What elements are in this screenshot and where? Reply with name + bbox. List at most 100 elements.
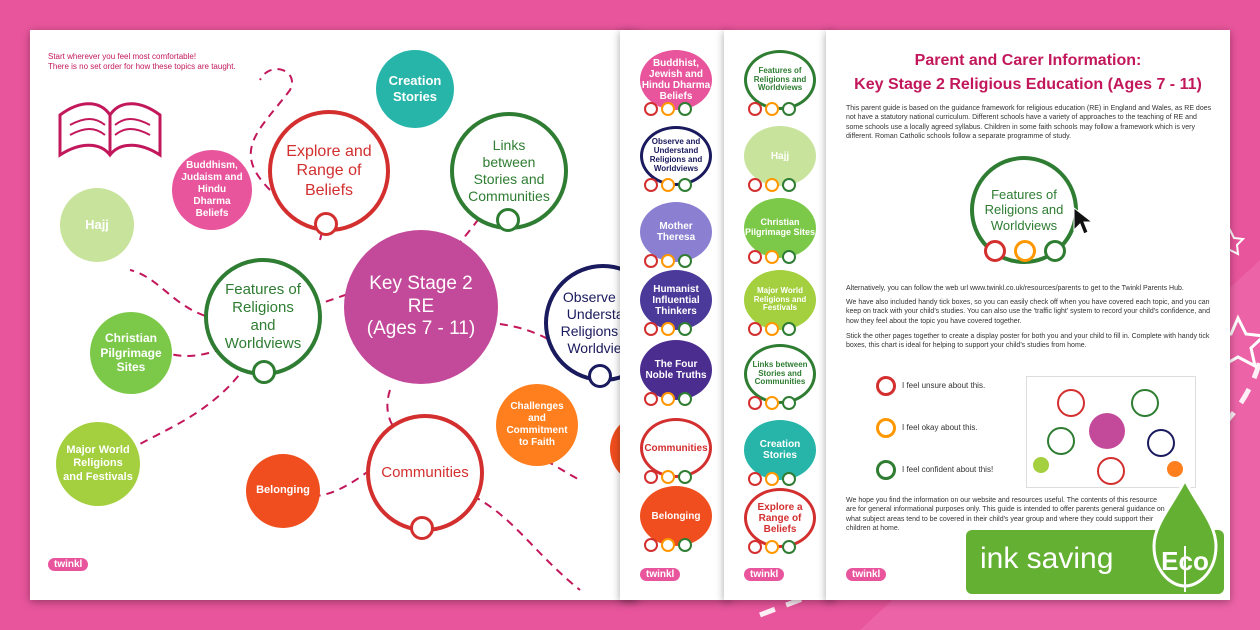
green-tick-box[interactable] [782, 472, 796, 486]
checklist-page-2: Buddhist, Jewish and Hindu Dharma Belief… [620, 30, 730, 600]
p4-tickbox-paragraph: We have also included handy tick boxes, … [846, 299, 1210, 325]
red-tick-box[interactable] [644, 470, 658, 484]
amber-tick-box[interactable] [661, 178, 675, 192]
green-tick-box[interactable] [678, 178, 692, 192]
example-amber-tick[interactable] [1014, 240, 1036, 262]
belonging-circle: Belonging [246, 454, 320, 528]
buddhism-label: Buddhism, Judaism and Hindu Dharma Belie… [181, 160, 243, 219]
eco-drop-icon [1152, 476, 1218, 592]
red-tick-box[interactable] [644, 392, 658, 406]
p3-item-label: Hajj [770, 150, 790, 162]
p3-item-6: Explore a Range of Beliefs [744, 488, 816, 548]
p4-closing-paragraph: We hope you find the information on our … [846, 497, 1165, 533]
amber-tick-box[interactable] [661, 470, 675, 484]
cursor-arrow-icon [1073, 206, 1094, 235]
communities-label: Communities [381, 464, 469, 481]
links-stories-circle: Links between Stories and Communities [450, 112, 568, 230]
amber-tick-box[interactable] [765, 102, 779, 116]
intro-line-2: There is no set order for how these topi… [48, 62, 236, 72]
green-tick-box[interactable] [782, 540, 796, 554]
amber-tick-box[interactable] [765, 540, 779, 554]
green-tick-box[interactable] [678, 102, 692, 116]
center-line-1: Key Stage 2 [369, 272, 473, 294]
green-tick-box[interactable] [678, 470, 692, 484]
intro-line-1: Start wherever you feel most comfortable… [48, 52, 197, 61]
red-tick-box[interactable] [748, 540, 762, 554]
red-tick-box[interactable] [748, 396, 762, 410]
legend-okay: I feel okay about this. [902, 423, 978, 432]
links-tick-box[interactable] [496, 208, 520, 232]
green-tick-box[interactable] [782, 250, 796, 264]
intro-text: Start wherever you feel most comfortable… [48, 52, 236, 73]
p3-item-label: Major World Religions and Festivals [753, 285, 807, 313]
amber-tick-box[interactable] [661, 322, 675, 336]
amber-tick-box[interactable] [765, 322, 779, 336]
p4-poster-paragraph: Stick the other pages together to create… [846, 333, 1210, 350]
green-tick-box[interactable] [782, 178, 796, 192]
observe-tick-box[interactable] [588, 364, 612, 388]
red-tick-box[interactable] [748, 178, 762, 192]
example-red-tick[interactable] [984, 240, 1006, 262]
green-tick-box[interactable] [782, 396, 796, 410]
challenges-circle: Challenges and Commitment to Faith [496, 384, 578, 466]
amber-tick-box[interactable] [765, 250, 779, 264]
challenges-label: Challenges and Commitment to Faith [506, 401, 568, 448]
amber-tick-box[interactable] [661, 102, 675, 116]
green-tick-box[interactable] [782, 102, 796, 116]
p3-item-label: Links between Stories and Communities [752, 359, 808, 387]
red-tick-box[interactable] [644, 538, 658, 552]
center-line-3: (Ages 7 - 11) [366, 318, 476, 340]
amber-tick-box[interactable] [661, 254, 675, 268]
ink-saving-label: ink saving [980, 542, 1114, 575]
red-tick-box[interactable] [748, 250, 762, 264]
p3-item-0: Features of Religions and Worldviews [744, 50, 816, 110]
red-tick-box[interactable] [748, 102, 762, 116]
p3-item-3: Major World Religions and Festivals [744, 270, 816, 330]
p2-item-label: Belonging [651, 510, 701, 522]
p2-item-label: The Four Noble Truths [645, 359, 707, 381]
amber-tick-box[interactable] [661, 392, 675, 406]
communities-circle: Communities [366, 414, 484, 532]
green-tick-box[interactable] [678, 392, 692, 406]
p3-item-label: Creation Stories [759, 439, 801, 461]
p2-item-1: Observe and Understand Religions and Wor… [640, 126, 712, 186]
legend-unsure: I feel unsure about this. [902, 381, 986, 390]
green-tick-box[interactable] [678, 538, 692, 552]
p2-item-label: Observe and Understand Religions and Wor… [649, 137, 703, 173]
hajj-circle: Hajj [60, 188, 134, 262]
explore-tick-box[interactable] [314, 212, 338, 236]
example-green-tick[interactable] [1044, 240, 1066, 262]
major-label: Major World Religions and Festivals [63, 444, 133, 483]
links-label: Links between Stories and Communities [468, 137, 550, 204]
red-tick-box[interactable] [644, 254, 658, 268]
red-tick-box[interactable] [644, 102, 658, 116]
communities-tick-box[interactable] [410, 516, 434, 540]
amber-tick-box[interactable] [765, 178, 779, 192]
p4-title-line-2: Key Stage 2 Religious Education (Ages 7 … [854, 76, 1202, 93]
buddhism-circle: Buddhism, Judaism and Hindu Dharma Belie… [172, 150, 252, 230]
amber-tick-box[interactable] [661, 538, 675, 552]
green-tick-box[interactable] [782, 322, 796, 336]
legend-red-ring [876, 376, 896, 396]
green-tick-box[interactable] [678, 254, 692, 268]
red-tick-box[interactable] [644, 322, 658, 336]
p2-item-label: Humanist Influential Thinkers [652, 283, 700, 317]
eco-label: Eco [1161, 546, 1209, 576]
amber-tick-box[interactable] [765, 472, 779, 486]
christian-circle: Christian Pilgrimage Sites [90, 312, 172, 394]
p2-item-0: Buddhist, Jewish and Hindu Dharma Belief… [640, 50, 712, 110]
red-tick-box[interactable] [748, 322, 762, 336]
amber-tick-box[interactable] [765, 396, 779, 410]
legend-confident: I feel confident about this! [902, 465, 994, 474]
green-tick-box[interactable] [678, 322, 692, 336]
explore-beliefs-circle: Explore and Range of Beliefs [268, 110, 390, 232]
features-tick-box[interactable] [252, 360, 276, 384]
legend-green-ring [876, 460, 896, 480]
belonging-label: Belonging [256, 484, 310, 497]
poster-thumbnail [1026, 376, 1196, 488]
red-tick-box[interactable] [748, 472, 762, 486]
p4-intro-paragraph: This parent guide is based on the guidan… [846, 105, 1212, 141]
hajj-label: Hajj [85, 217, 109, 233]
red-tick-box[interactable] [644, 178, 658, 192]
p3-item-label: Features of Religions and Worldviews [753, 65, 807, 93]
